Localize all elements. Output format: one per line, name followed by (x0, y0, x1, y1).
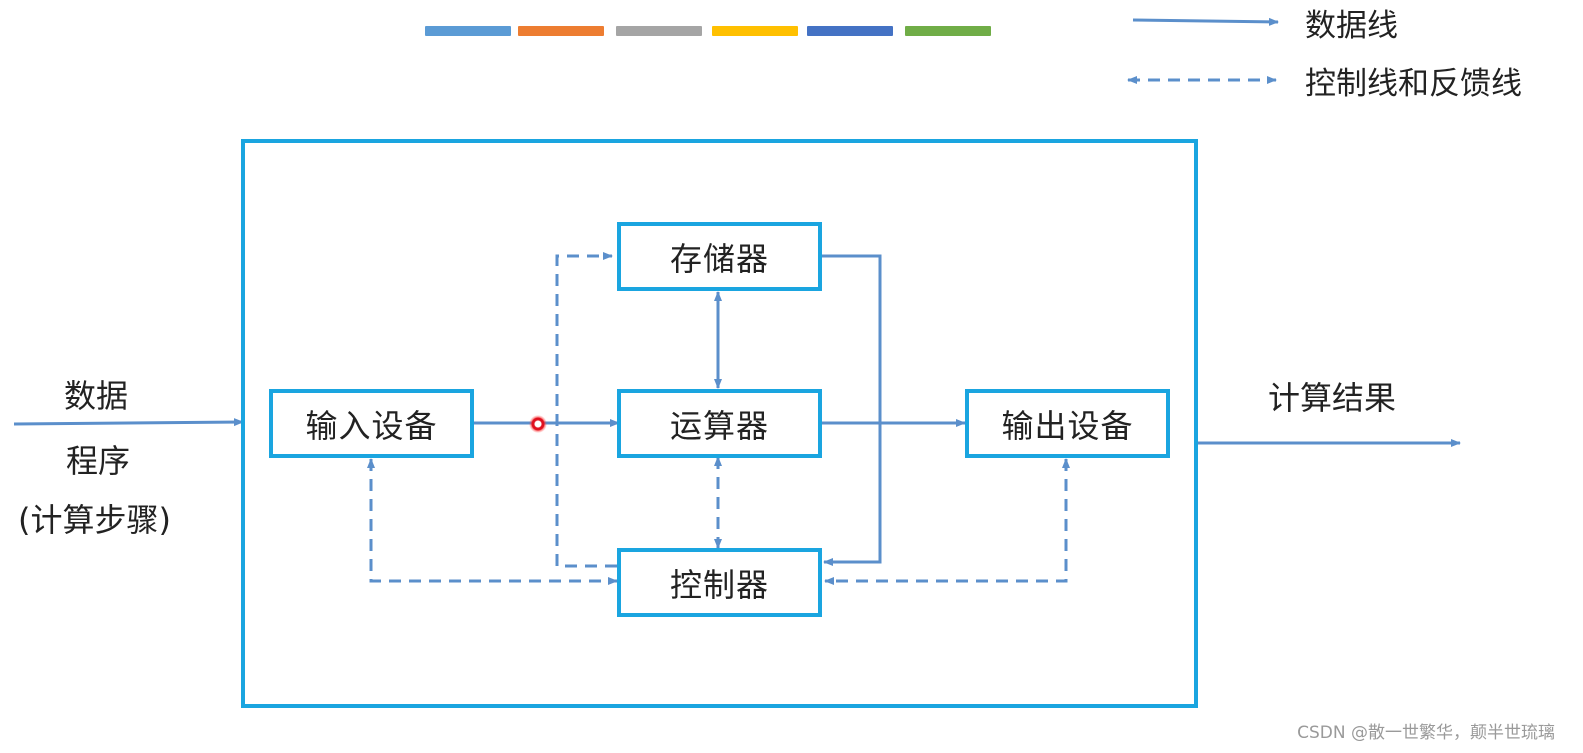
output-result-label: 计算结果 (1268, 379, 1397, 417)
controller-to-memory-control-line (555, 252, 617, 568)
palette-swatch-green (905, 26, 991, 36)
alu-box: 运算器 (617, 389, 822, 458)
palette-swatch-gold (712, 26, 798, 36)
computer-frame (241, 139, 1198, 708)
palette-swatch-darkblue (807, 26, 893, 36)
cursor-marker-icon (529, 415, 547, 433)
output-device-box: 输出设备 (965, 389, 1170, 458)
input-device-box: 输入设备 (269, 389, 474, 458)
input-program-label: 程序 (66, 442, 131, 480)
input-data-label: 数据 (64, 377, 129, 415)
legend-data-line-label: 数据线 (1305, 8, 1398, 44)
memory-box: 存储器 (617, 222, 822, 291)
palette-swatch-gray (616, 26, 702, 36)
data-input-arrow (13, 418, 244, 427)
watermark-text: CSDN @散一世繁华，颠半世琉璃 (1297, 723, 1555, 743)
input-controller-control-line (367, 458, 618, 585)
controller-box: 控制器 (617, 548, 822, 617)
palette-swatch-blue (425, 26, 511, 36)
legend-data-line-sample (1132, 17, 1279, 26)
input-steps-label: (计算步骤) (18, 501, 171, 539)
output-controller-control-line (824, 458, 1070, 585)
palette-swatch-orange (518, 26, 604, 36)
memory-to-controller-line (822, 254, 882, 566)
legend-control-line-label: 控制线和反馈线 (1305, 66, 1522, 102)
